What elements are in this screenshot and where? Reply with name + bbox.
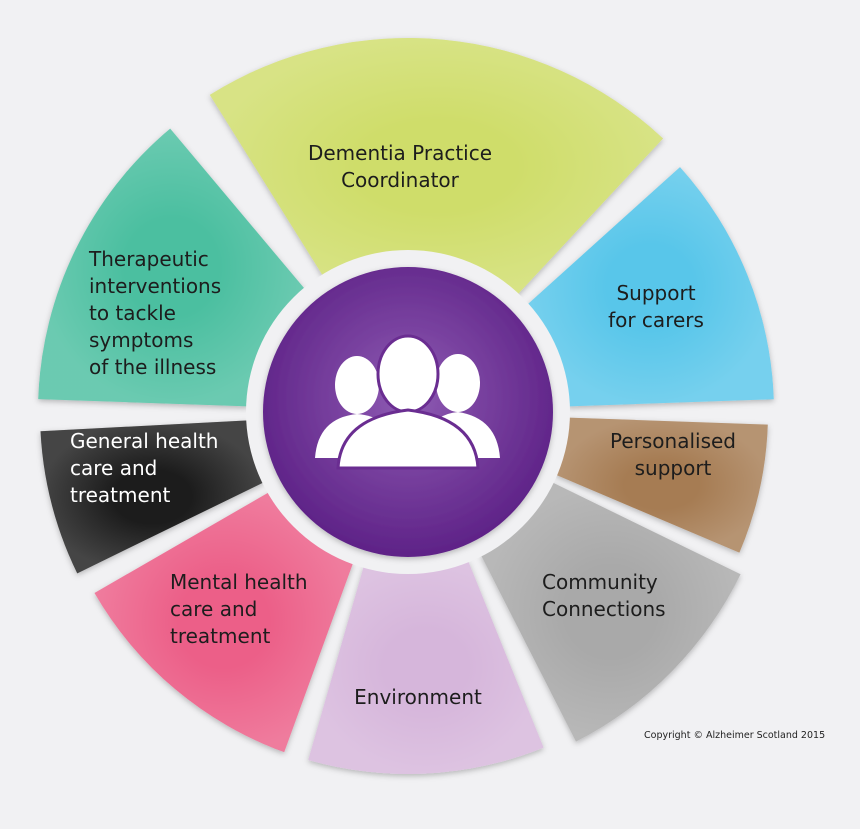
segment-shade-therapeutic-interventions bbox=[38, 128, 306, 407]
segment-shade-community-connections bbox=[480, 482, 741, 742]
segment-label-line: Therapeutic bbox=[88, 247, 209, 271]
segment-label-line: interventions bbox=[89, 274, 221, 298]
segment-shade-dementia-practice-coordinator bbox=[209, 37, 664, 295]
segment-shade-mental-health bbox=[94, 492, 354, 753]
segment-label-environment: Environment bbox=[354, 685, 482, 709]
people-group-icon bbox=[315, 334, 500, 470]
segment-label-therapeutic-interventions: Therapeutic interventions to tackle symptom… bbox=[88, 247, 221, 379]
segment-label-general-health: General health care and treatment bbox=[70, 429, 219, 507]
segment-label-personalised-support: Personalised support bbox=[610, 429, 736, 480]
segment-label-line: care and bbox=[170, 597, 257, 621]
segment-label-line: for carers bbox=[608, 308, 704, 332]
segment-label-line: Personalised bbox=[610, 429, 736, 453]
segment-label-line: General health bbox=[70, 429, 219, 453]
segment-label-line: treatment bbox=[70, 483, 170, 507]
copyright-text: Copyright © Alzheimer Scotland 2015 bbox=[644, 730, 826, 741]
segment-label-line: treatment bbox=[170, 624, 270, 648]
segment-label-line: Dementia Practice bbox=[308, 141, 492, 165]
segment-label-line: to tackle bbox=[89, 301, 176, 325]
segment-label-line: Connections bbox=[542, 597, 666, 621]
segment-label-line: Mental health bbox=[170, 570, 308, 594]
segment-label-line: of the illness bbox=[89, 355, 216, 379]
segment-label-line: care and bbox=[70, 456, 157, 480]
segment-label-mental-health: Mental health care and treatment bbox=[170, 570, 308, 648]
segment-label-support-for-carers: Support for carers bbox=[608, 281, 704, 332]
segment-label-line: symptoms bbox=[89, 328, 193, 352]
segment-label-line: Support bbox=[616, 281, 695, 305]
segment-shade-personalised-support bbox=[555, 417, 768, 553]
segment-label-line: support bbox=[635, 456, 712, 480]
segment-label-line: Coordinator bbox=[341, 168, 460, 192]
segment-shade-general-health bbox=[40, 420, 265, 574]
segment-label-line: Community bbox=[542, 570, 658, 594]
segment-shade-environment bbox=[308, 560, 544, 774]
segment-label-line: Environment bbox=[354, 685, 482, 709]
segment-shade-support-for-carers bbox=[526, 167, 774, 407]
